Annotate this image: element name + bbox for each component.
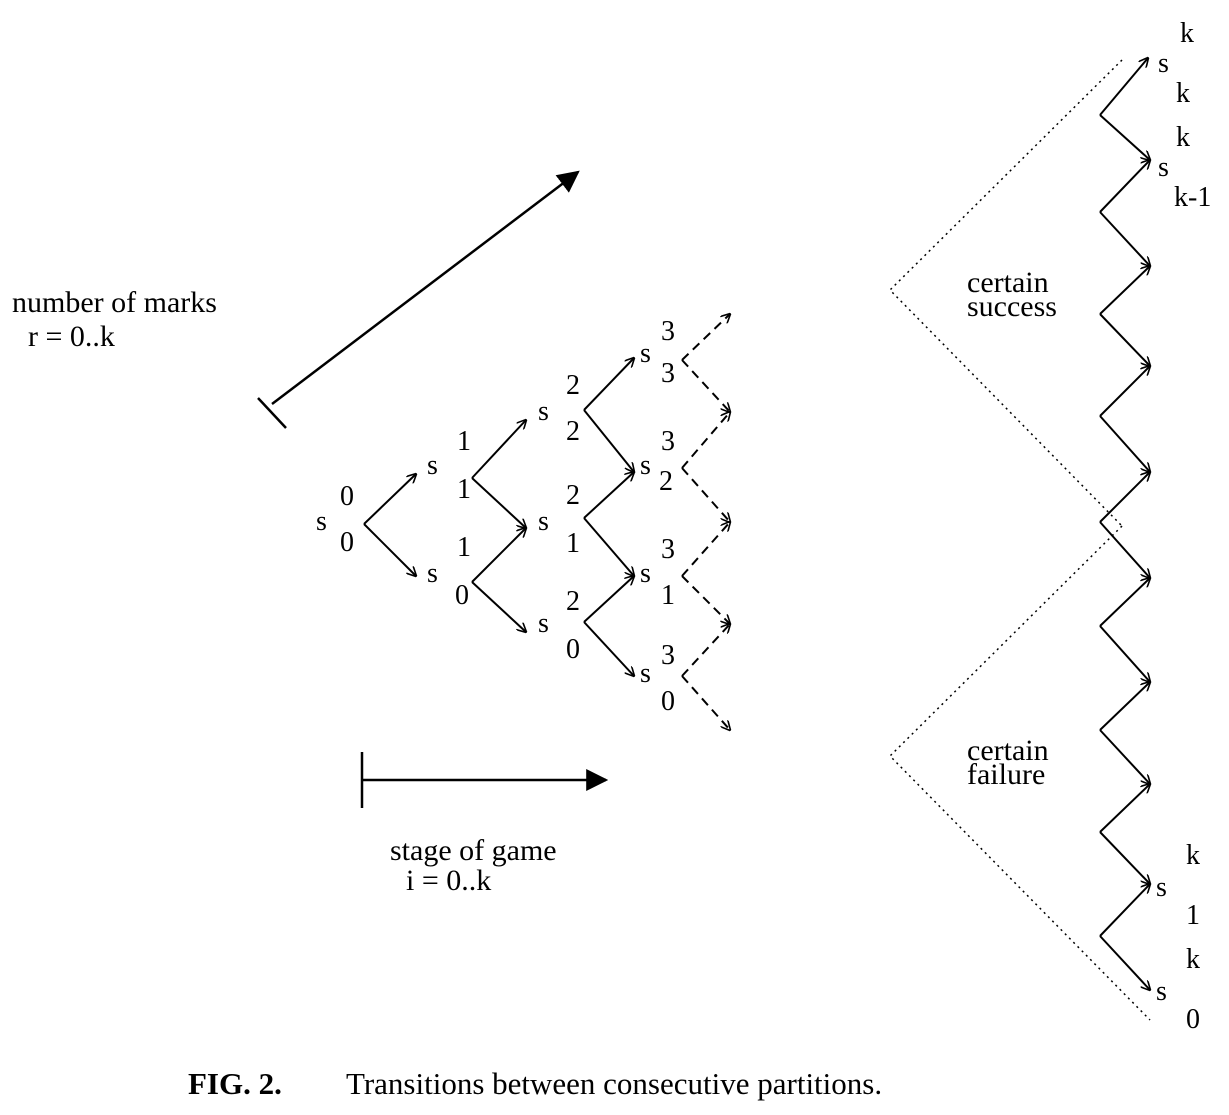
state-symbol: s [1158,48,1169,79]
state-stage: 2 [566,480,580,511]
dashed-transitions [681,314,730,730]
state-symbol: s [640,558,651,589]
state-marks: 1 [566,528,580,559]
state-s3-3: s 3 3 [640,316,675,389]
late-zigzag [1099,58,1150,990]
state-stage: k [1180,18,1194,49]
success-region-boundary [888,59,1123,527]
state-stage: 2 [566,370,580,401]
state-marks: 0 [1186,1004,1200,1035]
state-s1-1: s 1 1 [427,426,471,505]
state-symbol: s [640,338,651,369]
state-s3-2: s 3 2 [640,426,675,497]
state-marks: 2 [566,416,580,447]
state-s1-0: s 1 0 [427,532,471,611]
state-marks: 0 [566,634,580,665]
state-marks: k-1 [1174,182,1211,213]
state-symbol: s [427,450,438,481]
state-sk-k-minus-1: s k k-1 [1158,122,1211,213]
state-symbol: s [640,450,651,481]
state-marks: 3 [661,358,675,389]
state-s2-2: s 2 2 [538,370,580,447]
state-s3-0: s 3 0 [640,640,675,717]
state-stage: 3 [661,426,675,457]
solid-transitions [363,358,634,676]
state-stage: 3 [661,640,675,671]
state-marks: 1 [457,474,471,505]
state-stage: 1 [457,532,471,563]
stage-axis [360,752,609,808]
state-s0-0: s 0 0 [316,481,354,558]
caption-label: FIG. 2. [188,1066,282,1101]
failure-region-label-2: failure [967,758,1045,791]
marks-axis-range: r = 0..k [28,320,115,353]
state-sk-0: s k 0 [1156,944,1200,1035]
state-symbol: s [538,396,549,427]
state-symbol: s [640,658,651,689]
state-symbol: s [1156,872,1167,903]
state-symbol: s [538,608,549,639]
state-sk-k: s k k [1158,18,1194,109]
caption-text: Transitions between consecutive partitio… [346,1066,882,1101]
stage-axis-range: i = 0..k [406,864,491,897]
state-marks: 2 [659,466,673,497]
state-stage: 1 [457,426,471,457]
state-stage: k [1176,122,1190,153]
state-marks: 0 [340,527,354,558]
failure-region-boundary [888,525,1151,1021]
state-stage: 2 [566,586,580,617]
state-stage: k [1186,840,1200,871]
state-stage: 3 [661,316,675,347]
state-symbol: s [316,506,327,537]
state-marks: 0 [661,686,675,717]
failure-region-label: certain [967,734,1049,767]
stage-axis-label: stage of game [390,834,557,867]
state-stage: 3 [661,534,675,565]
state-symbol: s [538,506,549,537]
state-marks: 1 [1186,900,1200,931]
success-region-label-2: success [967,290,1057,323]
state-marks: 0 [455,580,469,611]
state-symbol: s [427,558,438,589]
state-marks: k [1176,78,1190,109]
state-marks: 1 [661,580,675,611]
state-s2-0: s 2 0 [538,586,580,665]
state-stage: k [1186,944,1200,975]
figure-caption: FIG. 2. Transitions between consecutive … [188,1066,882,1101]
state-symbol: s [1158,152,1169,183]
state-sk-1: s k 1 [1156,840,1200,931]
marks-axis-label: number of marks [12,286,217,319]
marks-axis [257,170,580,429]
state-s2-1: s 2 1 [538,480,580,559]
state-s3-1: s 3 1 [640,534,675,611]
success-region-label: certain [967,266,1049,299]
state-stage: 0 [340,481,354,512]
state-symbol: s [1156,976,1167,1007]
